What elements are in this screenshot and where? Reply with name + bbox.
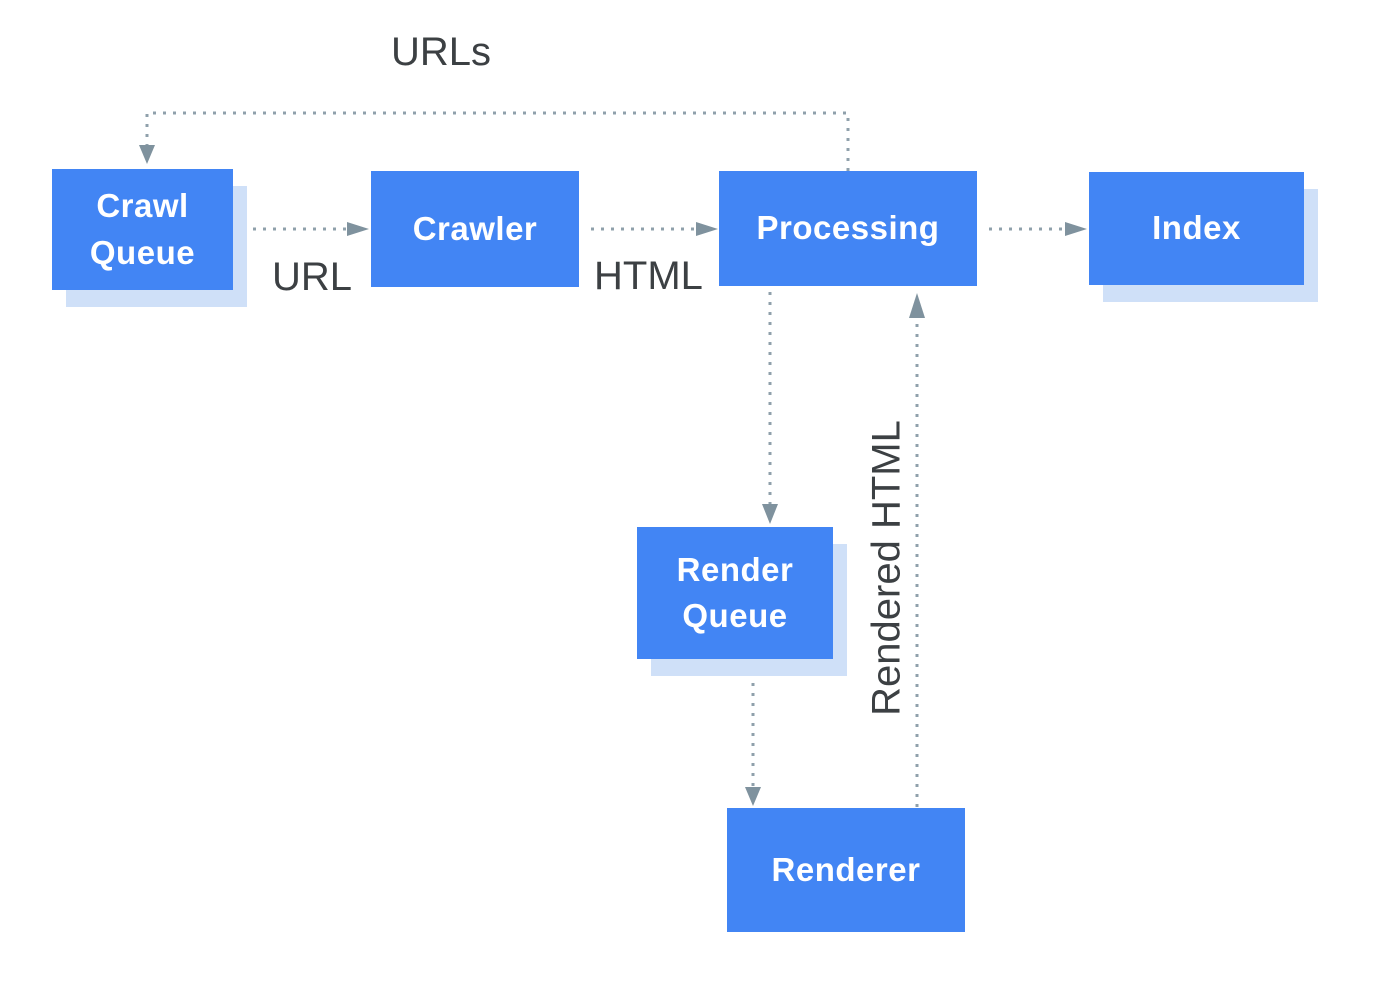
node-crawler-label: Crawler — [412, 209, 538, 247]
node-render-queue: Render Queue — [637, 527, 833, 659]
edge-crawler-to-processing-arrowhead — [696, 222, 718, 236]
edge-renderer-to-processing-arrowhead — [909, 293, 925, 318]
node-crawl-queue-label: Crawl Queue — [89, 187, 196, 271]
edge-render-queue-to-renderer-arrowhead — [745, 787, 761, 806]
edge-processing-to-index-arrowhead — [1065, 222, 1087, 236]
node-renderer-label: Renderer — [771, 850, 921, 888]
node-index: Index — [1089, 172, 1304, 285]
node-processing-label: Processing — [756, 209, 940, 247]
edge-label-html: HTML — [594, 254, 703, 298]
edge-label-rendered-html: Rendered HTML — [864, 420, 909, 716]
node-crawler: Crawler — [371, 171, 579, 287]
node-renderer: Renderer — [727, 808, 965, 932]
edge-processing-to-crawl-queue-line — [145, 111, 850, 171]
node-render-queue-label: Render Queue — [676, 550, 794, 634]
edge-processing-to-render-queue-arrowhead — [762, 504, 778, 524]
node-index-label: Index — [1152, 209, 1241, 247]
edge-label-url: URL — [272, 255, 353, 299]
node-crawl-queue: Crawl Queue — [52, 169, 233, 290]
edge-processing-to-crawl-queue-arrowhead — [139, 145, 155, 164]
edge-label-urls: URLs — [391, 30, 492, 74]
edge-crawl-queue-to-crawler-arrowhead — [347, 222, 369, 236]
node-processing: Processing — [719, 171, 977, 286]
